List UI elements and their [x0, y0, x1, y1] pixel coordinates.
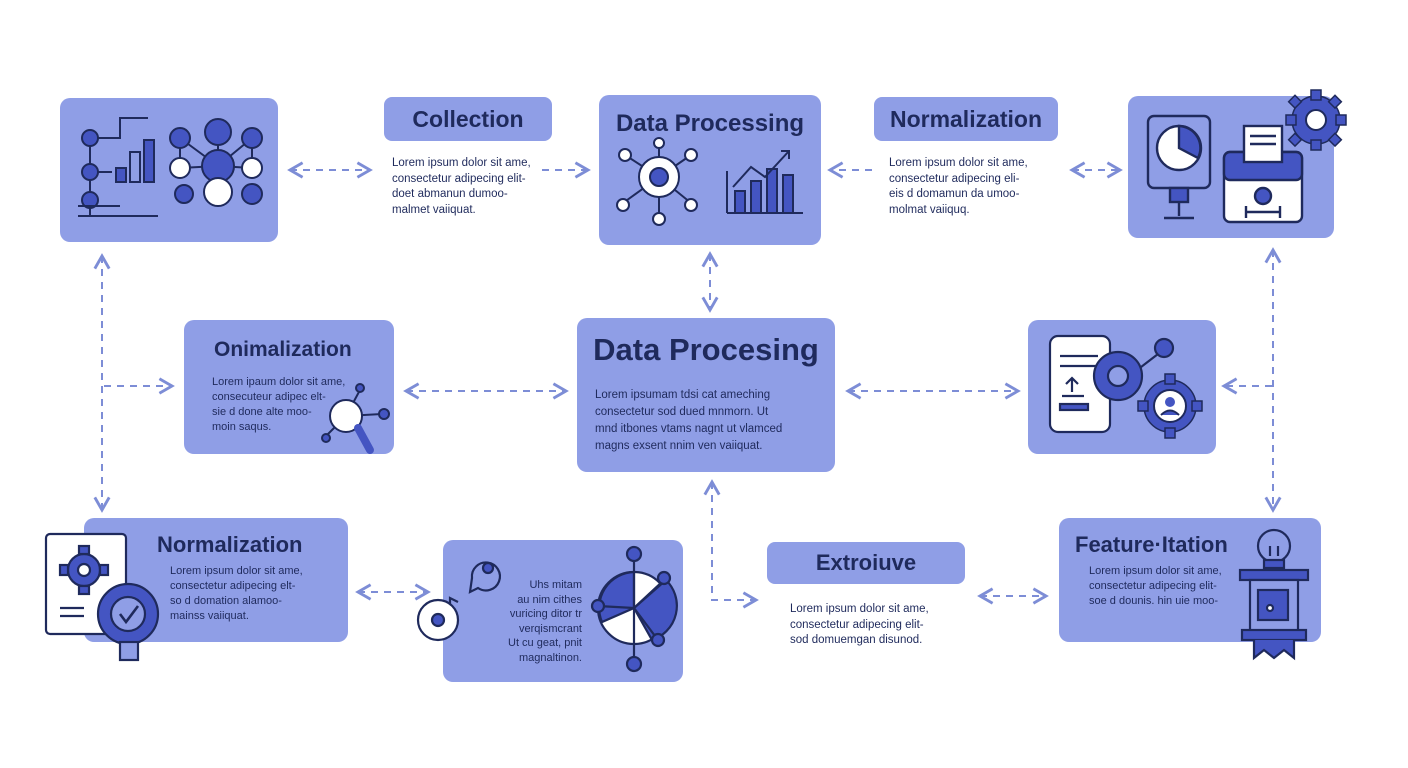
- data-processing-title: Data Processing: [615, 110, 805, 137]
- collection-label: Collection: [384, 97, 552, 141]
- central-processing-title: Data Procesing: [593, 332, 819, 367]
- normalization-top-label: Normalization: [874, 97, 1058, 141]
- onimalization-description: Lorem ipaum dolor sit ame, consecuteur a…: [212, 376, 346, 433]
- normalization-bottom-description: Lorem ipsum dolor sit ame, consectetur a…: [170, 565, 303, 622]
- normalization-top-description: Lorem ipsum dolor sit ame, consectetur a…: [889, 157, 1028, 216]
- collection-description: Lorem ipsum dolor sit ame, consectetur a…: [392, 157, 531, 216]
- central-processing-card: [577, 318, 835, 472]
- bottom-middle-description: Uhs mitam au nim cithes vuricing ditor t…: [508, 579, 582, 664]
- extroiuve-description: Lorem ipsum dolor sit ame, consectetur a…: [790, 603, 929, 646]
- data-processing-card: [599, 95, 821, 245]
- arrow-center-extroiuve: [703, 479, 759, 609]
- normalization-bottom-title: Normalization: [157, 532, 303, 557]
- tablet-gear-user-icon: [1048, 334, 1203, 439]
- central-processing-description: Lorem ipsumam tdsi cat ameching consecte…: [595, 389, 783, 452]
- onimalization-title: Onimalization: [214, 338, 352, 361]
- monitor-server-gear-icon: [1146, 89, 1347, 224]
- network-chart-icon: [78, 117, 263, 217]
- hub-chart-icon: [616, 137, 803, 226]
- feature-title: Feature·Itation: [1075, 532, 1228, 557]
- feature-description: Lorem ipsum dolor sit ame, consectetur a…: [1089, 565, 1222, 607]
- chat-pie-network-icon: [416, 545, 678, 673]
- document-gear-badge-icon: [44, 532, 160, 662]
- lightbulb-award-icon: [1238, 528, 1310, 661]
- extroiuve-label: Extroiuve: [767, 542, 965, 584]
- magnifier-network-icon: [321, 383, 390, 454]
